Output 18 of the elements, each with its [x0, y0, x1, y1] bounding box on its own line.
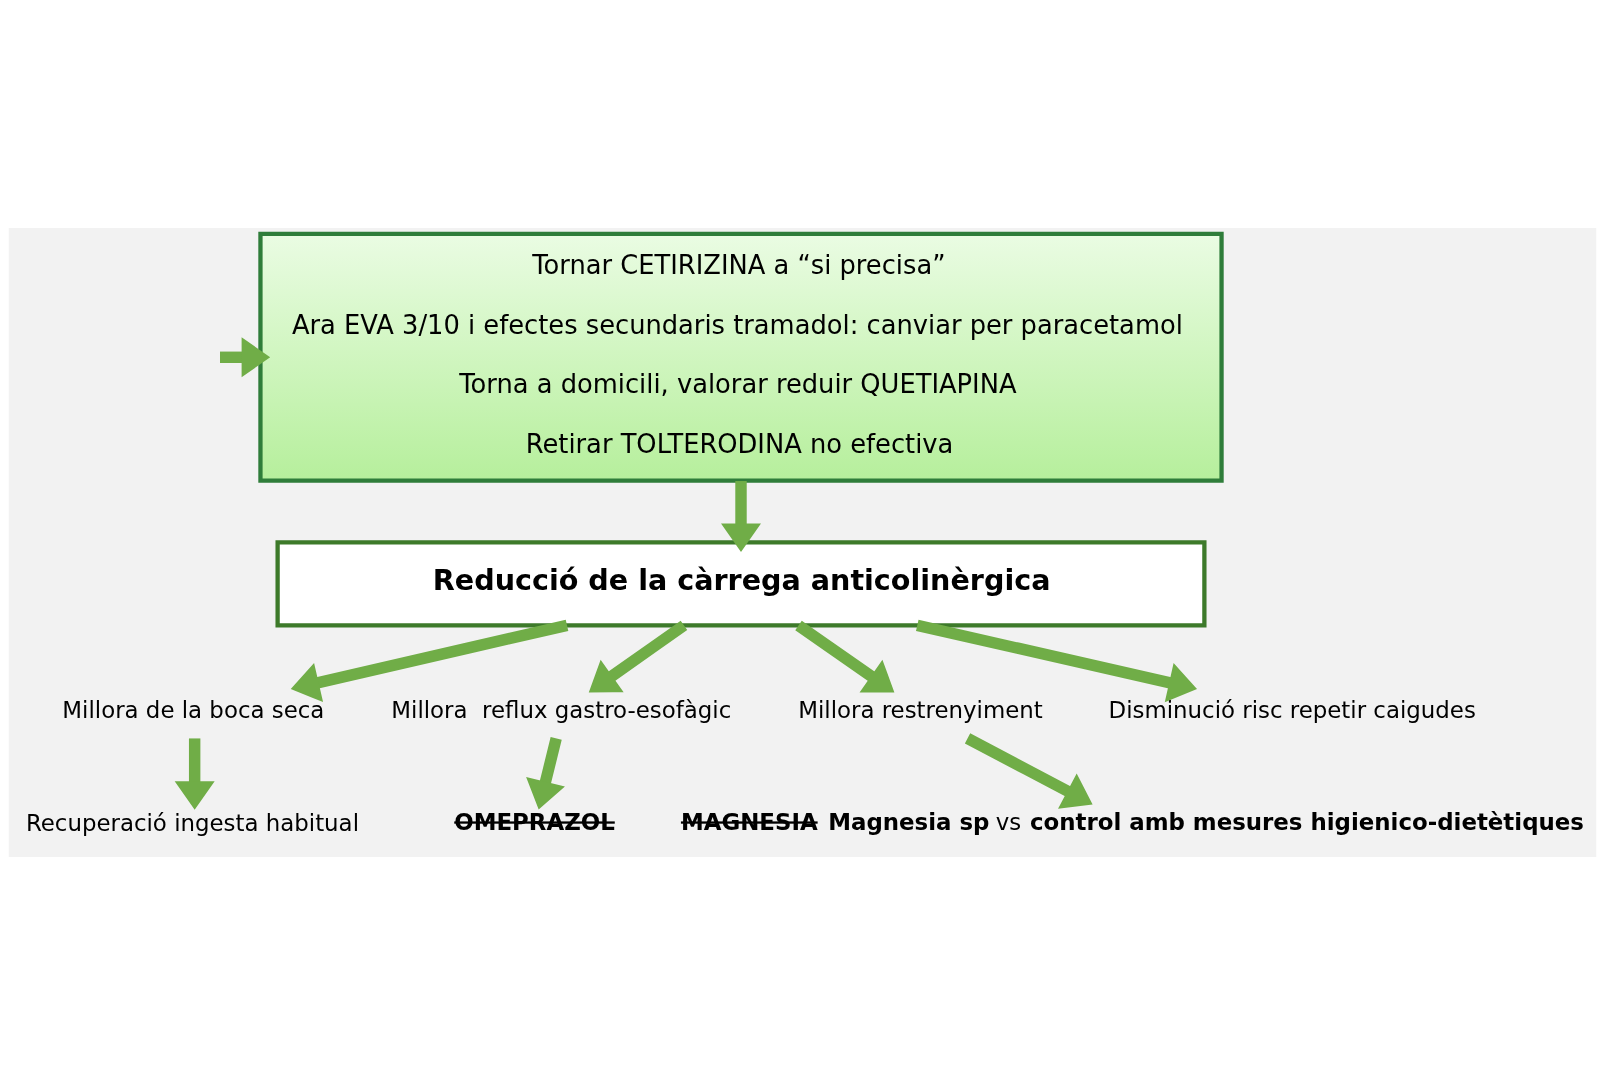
node-text: OMEPRAZOL	[454, 808, 615, 835]
arrow	[721, 480, 761, 552]
arrow	[526, 736, 565, 809]
node-text: MAGNESIA Magnesia sp vs control amb mesures higienico-dietètiques	[680, 808, 1584, 835]
node-text: Millora restrenyiment	[798, 696, 1043, 723]
node-text: Millora de la boca seca	[62, 696, 325, 723]
arrow	[290, 619, 569, 702]
arrow	[174, 737, 215, 810]
node-text: Recuperació ingesta habitual	[25, 809, 359, 836]
arrow	[795, 620, 895, 692]
arrow	[916, 619, 1198, 702]
node-box: Reducció de la càrrega anticolinèrgica	[275, 539, 1207, 627]
node-text: Disminució risc repetir caigudes	[1108, 696, 1476, 723]
arrow	[964, 732, 1093, 809]
arrow	[220, 336, 271, 377]
arrow	[588, 620, 688, 692]
node-box: Tornar CETIRIZINA a “si precisa” Ara EVA 3/10 i efectes secundaris tramadol: canviar per paracetamol Torna a domicili, valorar reduir QUETIAPINA Retirar TOLTERODINA no efectiva	[258, 231, 1224, 483]
node-text: Millora reflux gastro-esofàgic	[391, 696, 732, 723]
